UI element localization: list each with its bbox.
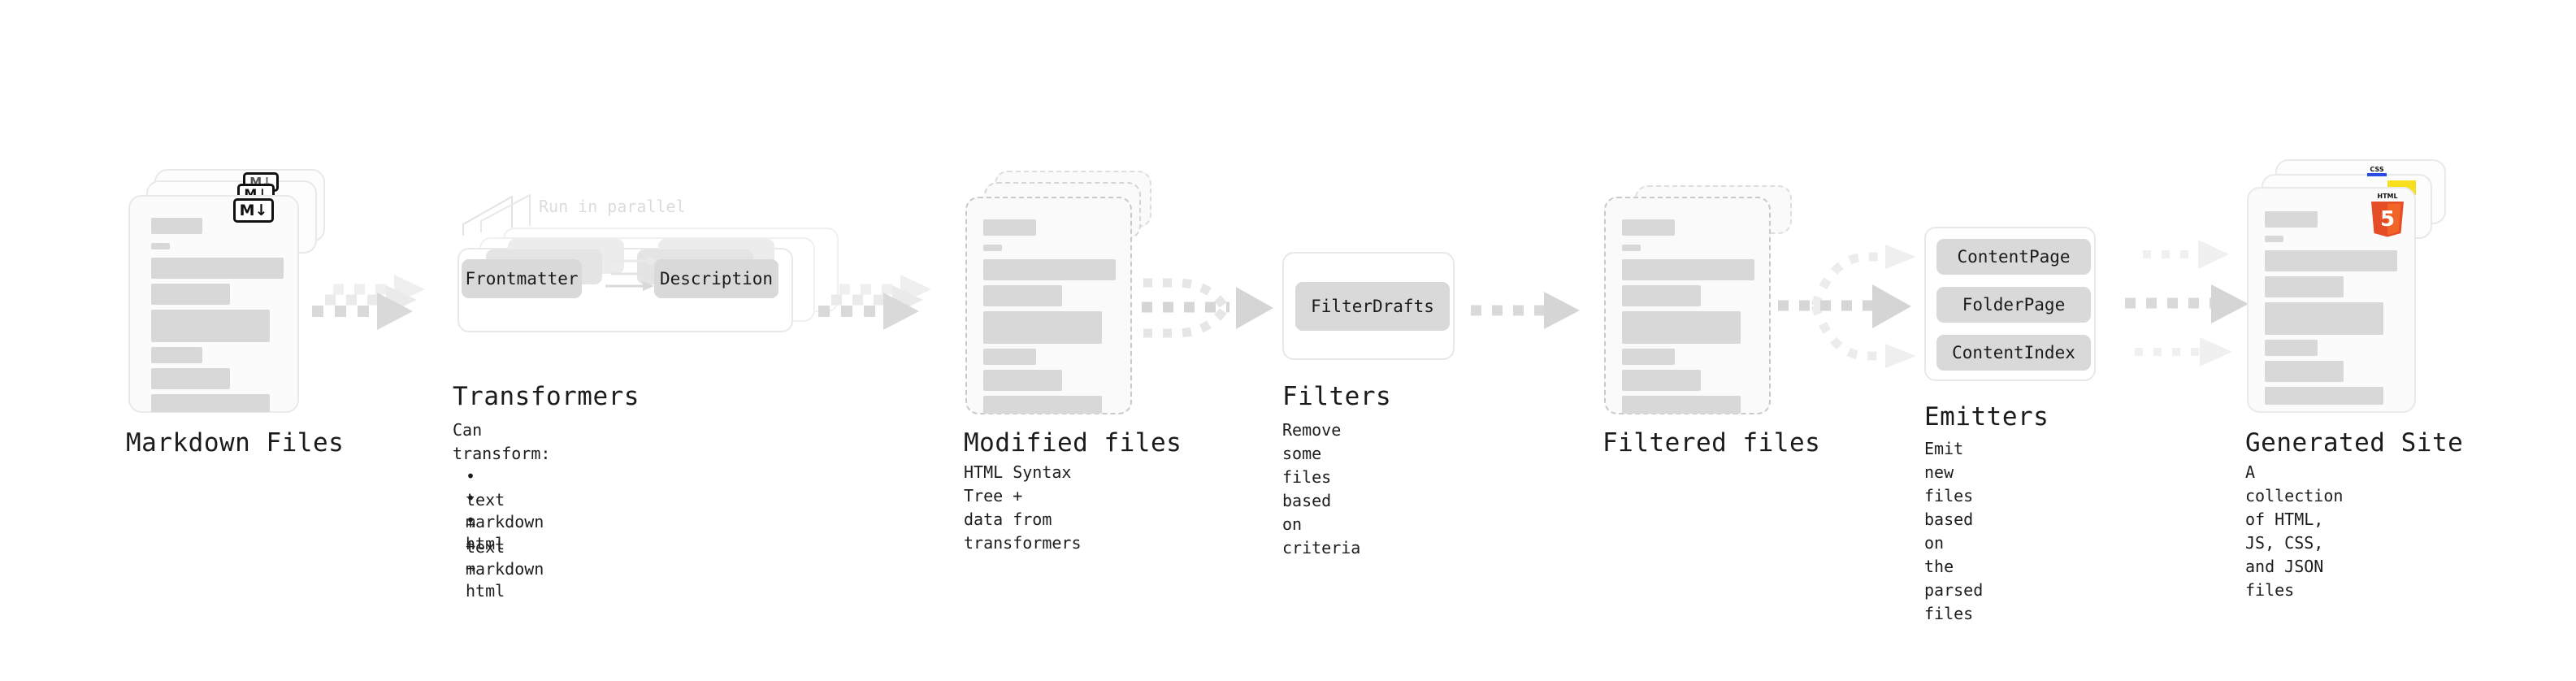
doc-bar xyxy=(1622,219,1675,236)
css-badge-label: CSS xyxy=(2370,166,2384,173)
doc-bar xyxy=(1622,349,1675,365)
stage-desc-generated-site: A collection of HTML, JS, CSS, and JSON … xyxy=(2245,462,2344,600)
html5-badge-number: 5 xyxy=(2380,207,2395,232)
doc-bar xyxy=(983,396,1102,414)
bullet-dot: • xyxy=(466,488,476,508)
doc-bar xyxy=(983,219,1036,236)
connector-transformers-to-modified xyxy=(817,268,963,349)
transformer-chip-description[interactable]: Description xyxy=(654,259,778,298)
doc-bar xyxy=(2265,302,2383,335)
doc-bar xyxy=(983,311,1102,344)
doc-bar xyxy=(2265,250,2397,271)
transformer-inner-arrow-ghost xyxy=(614,254,661,267)
emitter-chip-folderpage[interactable]: FolderPage xyxy=(1936,287,2091,323)
doc-bar xyxy=(151,347,202,363)
filtered-card-front xyxy=(1604,197,1771,414)
doc-bar xyxy=(151,394,270,412)
stage-desc-emitters: Emit new files based on the parsed files xyxy=(1924,439,1984,623)
stage-label-generated-site: Generated Site xyxy=(2245,428,2464,458)
stage-label-emitters: Emitters xyxy=(1924,402,2049,432)
transformer-bullet-2: • html → html xyxy=(466,485,505,603)
arrow-bottom xyxy=(2135,337,2232,367)
html5-badge-wordmark: HTML xyxy=(2377,193,2397,200)
doc-bar xyxy=(2265,276,2344,297)
doc-bar xyxy=(1622,396,1741,414)
connector-filters-to-filtered xyxy=(1469,286,1599,335)
bullet-text: html → html xyxy=(466,534,505,601)
doc-bar xyxy=(983,259,1116,280)
doc-bar xyxy=(151,258,284,279)
transformer-bullet-1: • markdown → markdown xyxy=(466,463,544,581)
doc-bar xyxy=(1622,245,1641,251)
css-badge: CSS xyxy=(2367,166,2387,176)
transformer-inner-arrow-ghost xyxy=(611,267,658,280)
doc-bar xyxy=(2265,361,2344,382)
doc-bar xyxy=(2265,340,2318,356)
bullet-text: markdown → markdown xyxy=(466,512,544,579)
doc-bar xyxy=(2265,236,2283,242)
doc-bar xyxy=(151,284,230,305)
filter-chip-filterdrafts[interactable]: FilterDrafts xyxy=(1295,282,1450,331)
doc-bar xyxy=(983,349,1036,365)
doc-bar xyxy=(2265,387,2383,405)
arrow-front xyxy=(818,293,919,330)
doc-bar xyxy=(2265,211,2318,228)
connector-md-to-transformers xyxy=(310,268,457,349)
html5-badge: HTML 5 xyxy=(2367,191,2408,237)
arrow-front xyxy=(312,293,413,330)
stage-desc-modified-files: HTML Syntax Tree + data from transformer… xyxy=(964,462,1082,553)
doc-bar xyxy=(1622,311,1741,344)
connector-modified-to-filters xyxy=(1134,262,1284,359)
stage-label-modified-files: Modified files xyxy=(964,428,1182,458)
doc-bar xyxy=(1622,259,1754,280)
stage-desc-filters: Remove some files based on criteria xyxy=(1282,420,1361,557)
stage-label-filters: Filters xyxy=(1282,382,1392,411)
connector-filtered-to-emitters xyxy=(1776,242,1927,368)
stage-desc-transformers: Can transform: xyxy=(453,420,551,463)
emitter-chip-contentpage[interactable]: ContentPage xyxy=(1936,239,2091,275)
doc-bar xyxy=(151,218,202,234)
emitters-panel: ContentPage FolderPage ContentIndex xyxy=(1924,227,2096,381)
run-in-parallel-bracket xyxy=(462,193,567,250)
bullet-dot: • xyxy=(466,466,476,486)
bullet-text: text → text xyxy=(466,490,505,557)
transformer-inner-arrow xyxy=(605,280,656,293)
doc-bar xyxy=(151,310,270,342)
markdown-badge: M↓ xyxy=(233,198,274,223)
filters-panel: FilterDrafts xyxy=(1282,252,1455,360)
doc-bar xyxy=(983,285,1062,306)
doc-bar xyxy=(151,368,230,389)
run-in-parallel-label: Run in parallel xyxy=(539,197,686,216)
stage-label-transformers: Transformers xyxy=(453,382,640,411)
connector-emitters-to-site xyxy=(2109,236,2263,374)
doc-bar xyxy=(1622,370,1701,391)
doc-bar xyxy=(151,243,170,249)
doc-bar xyxy=(1622,285,1701,306)
stage-label-markdown-files: Markdown Files xyxy=(126,428,345,458)
markdown-card-front xyxy=(128,195,299,413)
modified-card-front xyxy=(965,197,1132,414)
emitter-chip-contentindex[interactable]: ContentIndex xyxy=(1936,335,2091,371)
doc-bar xyxy=(983,245,1002,251)
arrow-middle xyxy=(2125,284,2249,323)
transformer-chip-frontmatter[interactable]: Frontmatter xyxy=(462,259,582,298)
bullet-dot: • xyxy=(466,510,476,530)
transformer-bullet-0: • text → text xyxy=(466,441,505,559)
arrow-top xyxy=(2143,240,2229,269)
stage-label-filtered-files: Filtered files xyxy=(1602,428,1821,458)
doc-bar xyxy=(983,370,1062,391)
